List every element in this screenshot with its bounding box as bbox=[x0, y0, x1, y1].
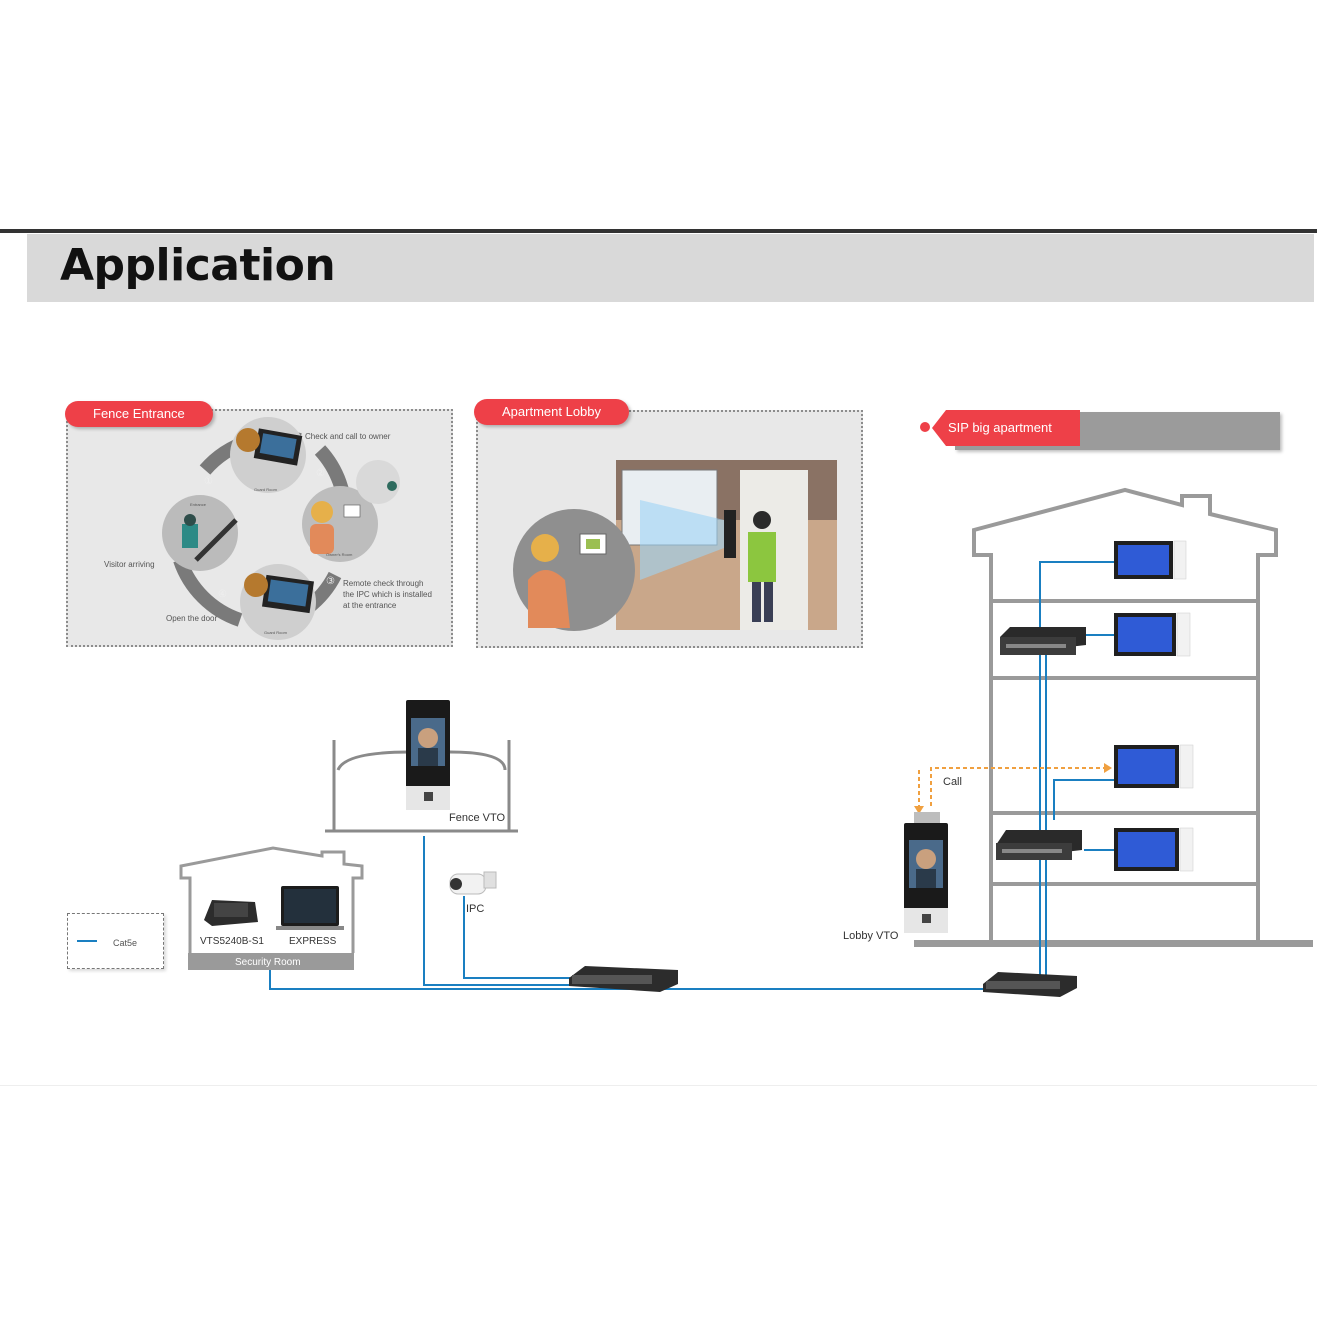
step-2: ② bbox=[316, 468, 325, 479]
guard-head-top bbox=[236, 428, 260, 452]
lobby-visitor-body bbox=[748, 532, 776, 582]
indoor-monitor-2 bbox=[1114, 613, 1190, 656]
apartment-lobby-illustration bbox=[513, 460, 837, 631]
lobby-visitor-leg-1 bbox=[752, 582, 761, 622]
remote-check-line-3: at the entrance bbox=[343, 601, 397, 610]
lobby-vto-device bbox=[724, 510, 736, 558]
legend-cat5e-label: Cat5e bbox=[113, 938, 137, 948]
lobby-visitor-head bbox=[753, 511, 771, 529]
lobby-vto-label: Lobby VTO bbox=[843, 930, 899, 942]
call-label: Call bbox=[943, 776, 962, 788]
guard-room-label-top: Guard Room bbox=[254, 487, 278, 492]
cable-riser-a bbox=[1040, 562, 1114, 978]
indoor-monitors bbox=[1114, 541, 1193, 871]
owners-room-label: Owner's Room bbox=[326, 552, 353, 557]
guard-head-bottom bbox=[244, 573, 268, 597]
lobby-resident-screen bbox=[586, 539, 600, 549]
lobby-vto-unit bbox=[904, 812, 948, 933]
fence-vto-device bbox=[406, 700, 450, 810]
security-room-label: Security Room bbox=[235, 957, 301, 968]
lobby-visitor-leg-2 bbox=[764, 582, 773, 622]
express-label: EXPRESS bbox=[289, 936, 337, 947]
vts-device bbox=[204, 900, 258, 926]
entrance-label: Entrance bbox=[190, 502, 207, 507]
express-laptop bbox=[276, 886, 344, 930]
call-arrow-right bbox=[1104, 763, 1112, 773]
check-call-text: Check and call to owner bbox=[305, 432, 391, 441]
cable-fence-vto bbox=[424, 836, 570, 985]
lobby-resident-head bbox=[531, 534, 559, 562]
legend-cat5e-swatch bbox=[74, 938, 104, 944]
remote-check-line-2: the IPC which is installed bbox=[343, 590, 432, 599]
indoor-monitor-3 bbox=[1114, 745, 1193, 788]
visitor-body bbox=[182, 524, 198, 548]
visitor-arriving-text: Visitor arriving bbox=[104, 560, 155, 569]
ipc-label: IPC bbox=[466, 903, 484, 915]
guard-room-label-bottom: Guard Room bbox=[264, 630, 288, 635]
ground-line bbox=[914, 940, 1313, 947]
step-1: ① bbox=[204, 476, 213, 487]
indoor-monitor-1 bbox=[1114, 541, 1186, 579]
open-door-text: Open the door bbox=[166, 614, 217, 623]
step-4: ④ bbox=[218, 589, 227, 600]
owner-body bbox=[310, 524, 334, 554]
owner-monitor bbox=[344, 505, 360, 517]
remote-check-line-1: Remote check through bbox=[343, 579, 424, 588]
fence-vto-label: Fence VTO bbox=[449, 812, 505, 824]
ipc-camera bbox=[450, 872, 496, 894]
vts-label: VTS5240B-S1 bbox=[200, 936, 264, 947]
owner-head bbox=[311, 501, 333, 523]
core-switch-right bbox=[983, 972, 1077, 997]
indoor-monitor-4 bbox=[1114, 828, 1193, 871]
floor-switch-lower bbox=[996, 830, 1082, 860]
entrance-visitor bbox=[387, 481, 397, 491]
floor-switch-upper bbox=[1000, 627, 1086, 655]
visitor-head bbox=[184, 514, 196, 526]
step-3: ③ bbox=[326, 576, 335, 587]
